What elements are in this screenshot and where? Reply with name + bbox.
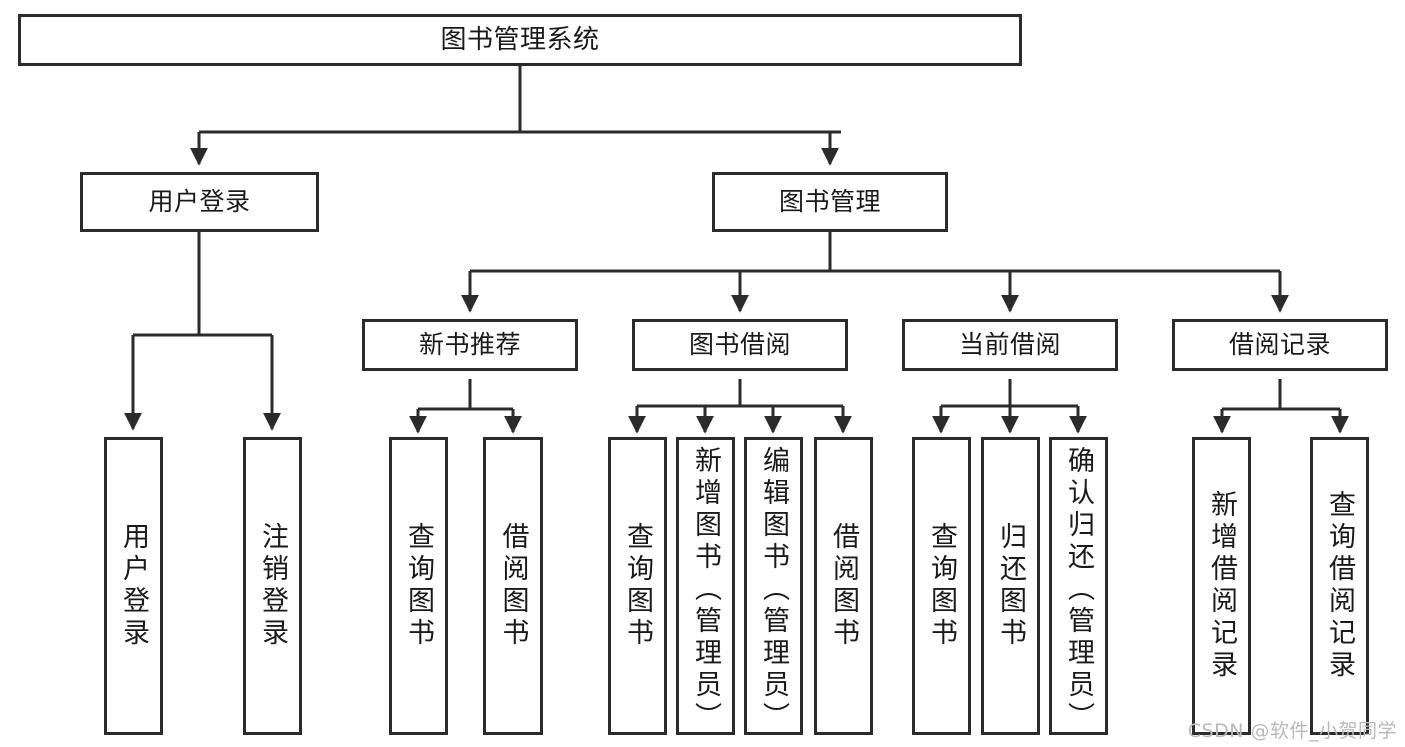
node-root-system[interactable]: 图书管理系统 [18, 14, 1022, 66]
node-label: 用户登录 [118, 522, 149, 650]
node-user-login[interactable]: 用户登录 [80, 172, 319, 232]
node-label: 借阅图书 [828, 522, 859, 650]
leaf-query-book-recommend[interactable]: 查询图书 [389, 437, 448, 735]
node-label: 图书管理系统 [440, 24, 600, 55]
node-label: 新增借阅记录 [1206, 490, 1237, 682]
node-label: 查询图书 [622, 522, 653, 650]
leaf-add-borrow-record[interactable]: 新增借阅记录 [1192, 437, 1251, 735]
leaf-borrow-book-recommend[interactable]: 借阅图书 [483, 437, 543, 735]
node-label: 图书管理 [778, 187, 881, 217]
node-label: 用户登录 [148, 187, 251, 217]
node-label: 注销登录 [257, 522, 288, 650]
leaf-edit-book-admin[interactable]: 编辑图书（管理员） [744, 437, 803, 735]
leaf-confirm-return-admin[interactable]: 确认归还（管理员） [1049, 437, 1108, 735]
leaf-logout[interactable]: 注销登录 [243, 437, 302, 735]
node-book-management[interactable]: 图书管理 [712, 172, 948, 232]
leaf-query-book-current[interactable]: 查询图书 [912, 437, 971, 735]
node-label: 编辑图书（管理员） [758, 446, 789, 734]
leaf-borrow-book[interactable]: 借阅图书 [814, 437, 873, 735]
leaf-query-borrow-record[interactable]: 查询借阅记录 [1310, 437, 1369, 735]
node-book-borrow[interactable]: 图书借阅 [632, 319, 848, 371]
node-label: 查询借阅记录 [1324, 490, 1355, 682]
node-label: 借阅记录 [1228, 330, 1331, 360]
leaf-add-book-admin[interactable]: 新增图书（管理员） [676, 437, 735, 735]
leaf-query-book-borrow[interactable]: 查询图书 [608, 437, 667, 735]
node-current-borrow[interactable]: 当前借阅 [902, 319, 1118, 371]
node-new-book-recommend[interactable]: 新书推荐 [362, 319, 578, 371]
node-label: 新书推荐 [418, 330, 521, 360]
leaf-return-book[interactable]: 归还图书 [981, 437, 1040, 735]
csdn-watermark: CSDN @软件_小贺同学 [1187, 720, 1397, 742]
node-label: 确认归还（管理员） [1063, 446, 1094, 734]
node-label: 查询图书 [403, 522, 434, 650]
leaf-user-login[interactable]: 用户登录 [104, 437, 163, 735]
node-label: 新增图书（管理员） [690, 446, 721, 734]
node-label: 借阅图书 [497, 522, 529, 650]
node-label: 查询图书 [926, 522, 957, 650]
node-label: 归还图书 [995, 522, 1026, 650]
node-label: 当前借阅 [958, 330, 1061, 360]
node-label: 图书借阅 [688, 330, 791, 360]
node-borrow-record[interactable]: 借阅记录 [1172, 319, 1388, 371]
